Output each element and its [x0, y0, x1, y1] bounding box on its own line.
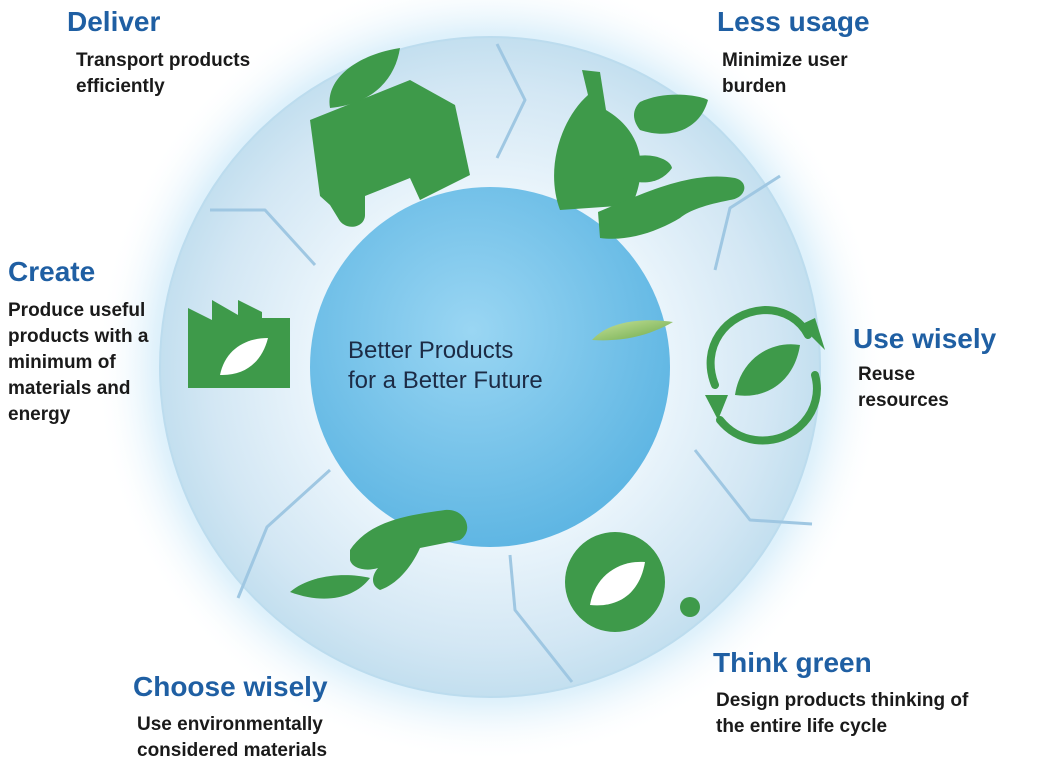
feather-leaf-icon — [592, 320, 673, 341]
less-usage-description: Minimize user burden — [722, 50, 848, 97]
segment-dividers — [210, 43, 813, 683]
deliver-description: Transport products efficiently — [76, 50, 251, 97]
think-green-heading: Think green — [713, 647, 872, 678]
recycle-arrowheads — [705, 318, 825, 420]
thought-leaf-icon — [565, 532, 700, 632]
create-heading: Create — [8, 256, 96, 287]
center-title-line-2: for a Better Future — [348, 367, 543, 394]
choose-wisely-description: Use environmentally considered materials — [137, 714, 328, 761]
center-circle — [310, 187, 670, 547]
deliver-heading: Deliver — [67, 6, 161, 37]
factory-leaf-icon — [188, 300, 290, 388]
use-wisely-description: Reuse resources — [858, 364, 949, 411]
choose-wisely-heading: Choose wisely — [133, 671, 328, 702]
less-usage-heading: Less usage — [717, 6, 870, 37]
center-title: Better Products for a Better Future — [348, 336, 648, 396]
hand-leaf-icon — [290, 509, 468, 599]
recycle-leaf-icon — [706, 305, 821, 445]
truck-leaf-icon — [310, 48, 470, 227]
create-description: Produce useful products with a minimum o… — [8, 300, 149, 425]
center-title-line-1: Better Products — [348, 337, 514, 364]
hands-leaves-icon — [554, 70, 745, 239]
use-wisely-heading: Use wisely — [853, 323, 997, 354]
think-green-description: Design products thinking of the entire l… — [716, 690, 969, 737]
